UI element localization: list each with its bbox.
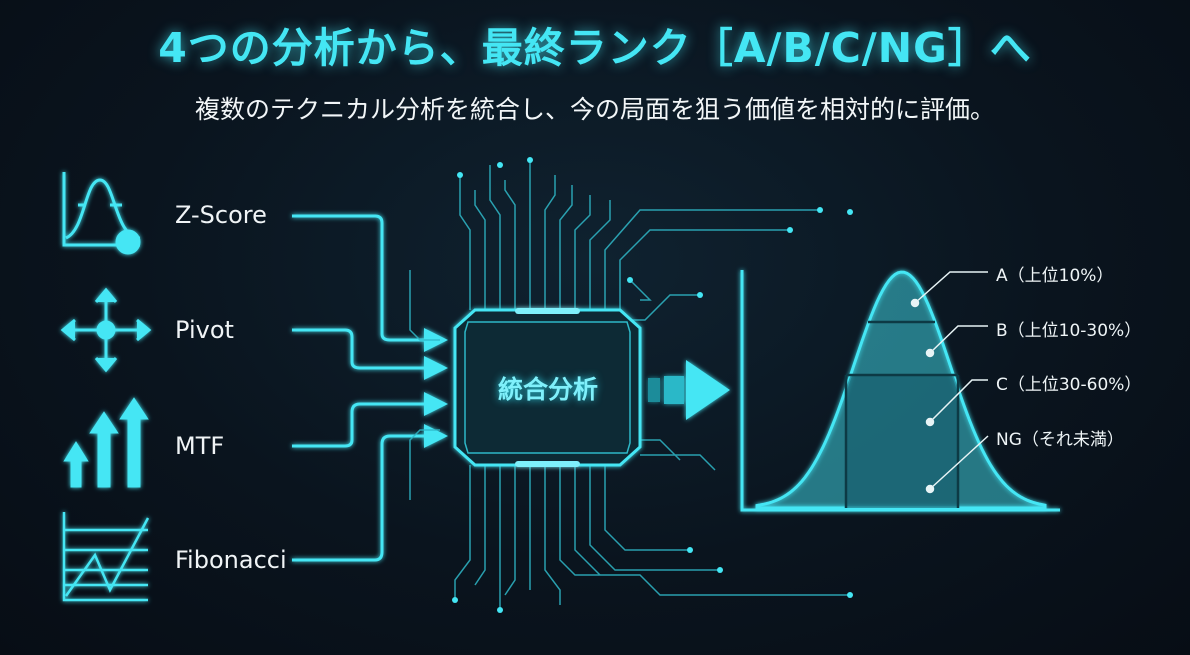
page-subtitle: 複数のテクニカル分析を統合し、今の局面を狙う価値を相対的に評価。 <box>194 95 995 124</box>
input-label-fibonacci: Fibonacci <box>175 546 287 574</box>
rising-arrows-icon <box>63 397 149 488</box>
rank-label-ng: NG（それ未満） <box>996 430 1124 450</box>
pivot-arrows-icon <box>60 287 152 373</box>
integration-chip <box>453 308 642 467</box>
band-dividers <box>844 320 960 508</box>
circuit-nodes <box>452 157 853 613</box>
distribution-chart <box>740 270 1060 512</box>
input-label-pivot: Pivot <box>175 316 234 344</box>
output-arrow-icon <box>648 360 730 420</box>
input-label-zscore: Z-Score <box>175 201 267 229</box>
band-c <box>846 375 958 508</box>
circuit-traces <box>409 160 850 610</box>
input-label-mtf: MTF <box>175 432 225 460</box>
chip-label: 統合分析 <box>497 375 598 404</box>
fibonacci-grid-icon <box>62 512 150 602</box>
rank-label-c: C（上位30-60%） <box>996 375 1142 395</box>
rank-leaders <box>910 271 989 494</box>
chart-axes <box>740 270 1060 512</box>
rank-label-a: A（上位10%） <box>996 266 1114 286</box>
input-connectors <box>292 214 448 562</box>
page-title: 4つの分析から、最終ランク［A/B/C/NG］へ <box>158 24 1032 72</box>
zscore-chart-icon <box>62 172 141 255</box>
rank-label-b: B（上位10-30%） <box>996 321 1142 341</box>
